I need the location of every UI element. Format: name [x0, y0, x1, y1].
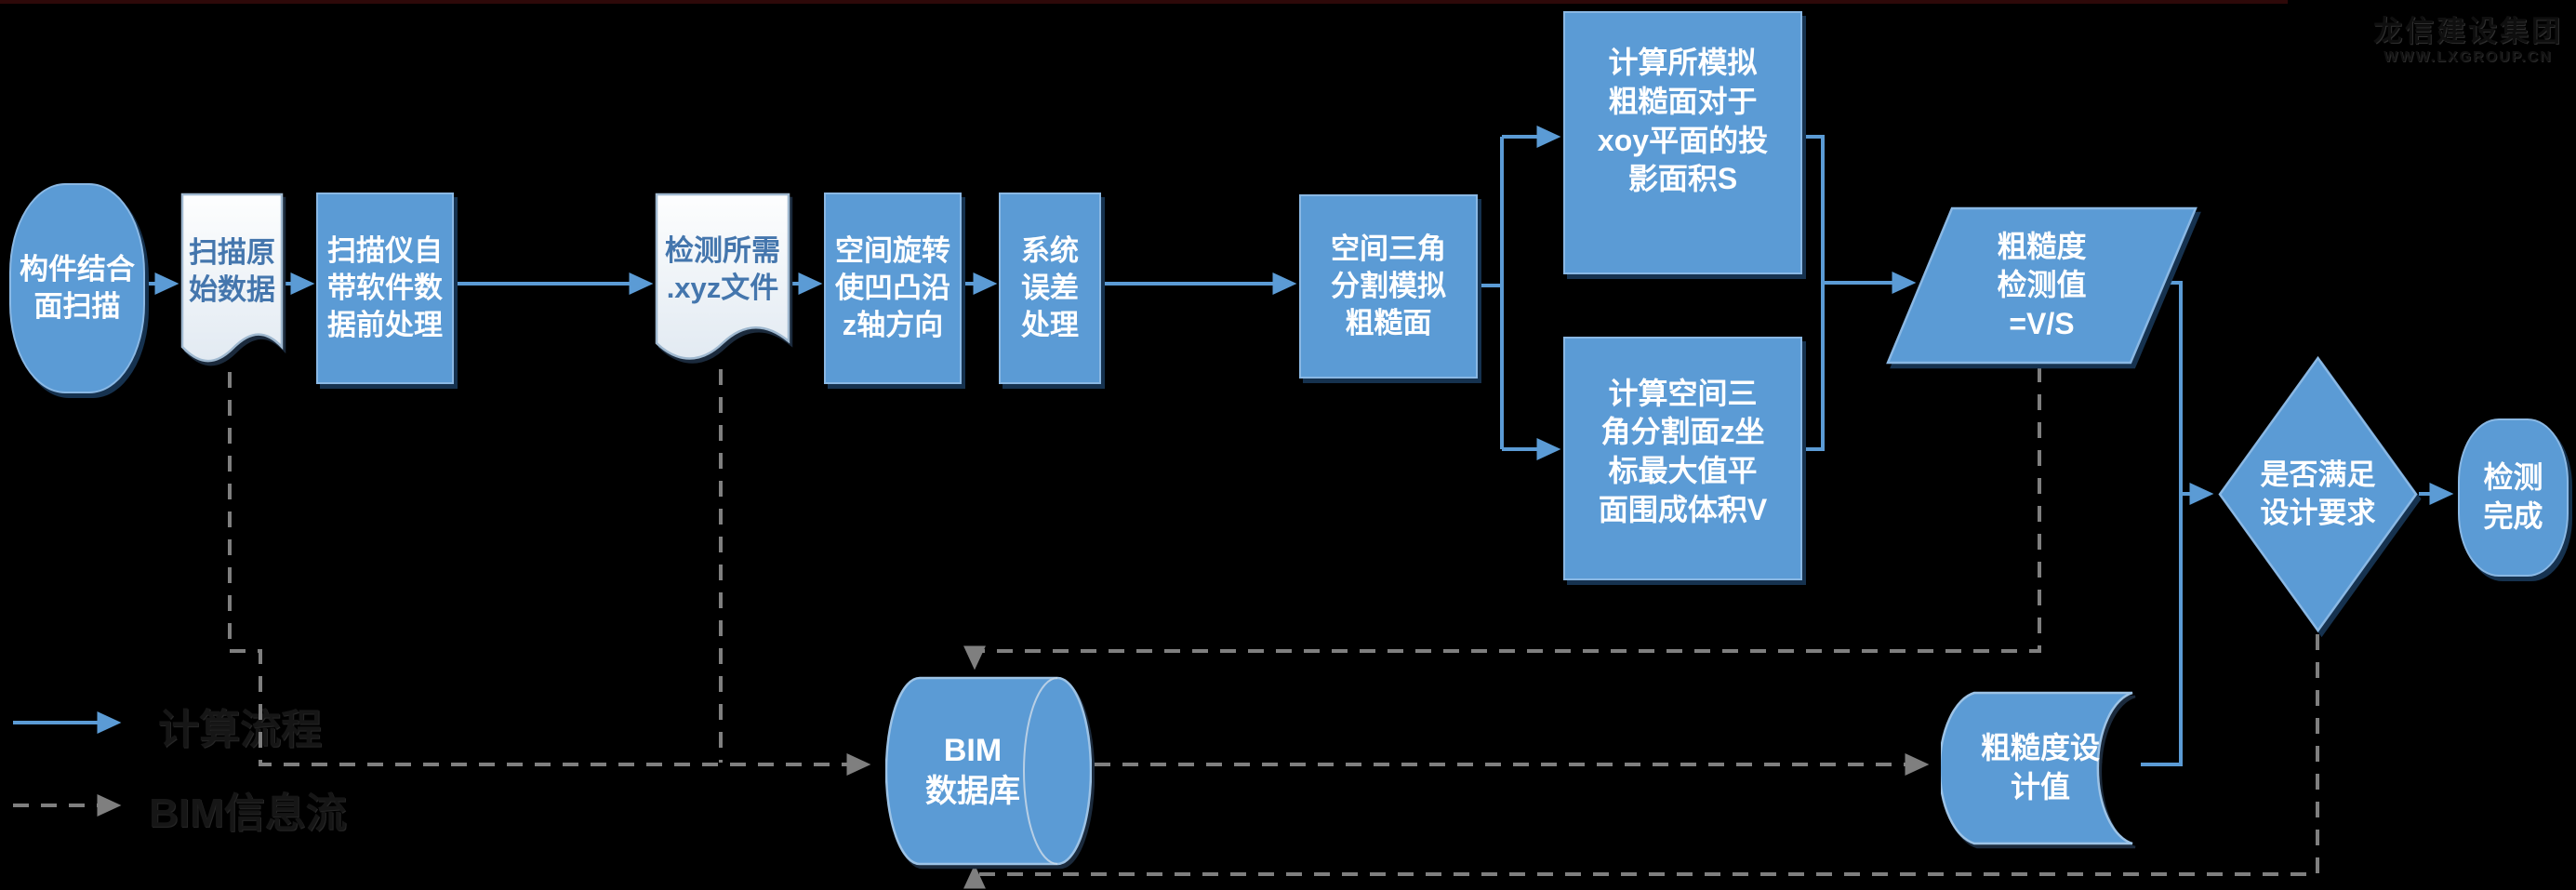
company-name: 龙信建设集团 [2373, 15, 2563, 47]
top-edge-accent [0, 0, 2288, 4]
stored-data-shape-icon [1941, 691, 2133, 845]
node-xyz-file-label: 检测所需 .xyz文件 [665, 233, 780, 304]
node-sys-error: 系统 误差 处理 [999, 193, 1101, 384]
company-watermark: 龙信建设集团 WWW.LXGROUP.CN [2373, 7, 2563, 66]
node-volume-v-label: 计算空间三 角分割面z坐 标最大值平 面围成体积V [1598, 376, 1768, 526]
node-xyz-file: 检测所需 .xyz文件 [655, 193, 790, 371]
node-preprocess: 扫描仪自 带软件数 据前处理 [316, 193, 454, 384]
node-detect-value-label: 粗糙度 检测值 =V/S [1997, 229, 2087, 340]
node-done: 检测 完成 [2458, 418, 2569, 577]
node-done-label: 检测 完成 [2483, 460, 2543, 533]
branch-line-triangulate [1479, 137, 1504, 449]
solid-connectors [13, 126, 2454, 766]
dashed-connectors [13, 366, 2319, 889]
dashed-rawdata-to-bimdb [228, 372, 871, 776]
document-shape-icon [655, 193, 790, 360]
node-area-s-label: 计算所模拟 粗糙面对于 xoy平面的投 影面积S [1597, 46, 1769, 196]
database-cylinder-icon [885, 676, 1092, 866]
node-rotate: 空间旋转 使凹凸沿 z轴方向 [824, 193, 962, 384]
node-triangulate-label: 空间三角 分割模拟 粗糙面 [1331, 232, 1446, 340]
node-raw-data-label: 扫描原 始数据 [189, 235, 275, 306]
node-detect-value: 粗糙度 检测值 =V/S [1886, 206, 2198, 365]
node-sys-error-label: 系统 误差 处理 [1021, 233, 1079, 342]
node-bim-db: BIM 数据库 [885, 674, 1092, 868]
node-start-scan-label: 构件结合 面扫描 [20, 252, 135, 323]
node-decision-label: 是否满足 设计要求 [2260, 458, 2376, 529]
node-raw-data: 扫描原 始数据 [180, 193, 284, 375]
node-start-scan: 构件结合 面扫描 [9, 183, 145, 393]
dashed-decision-to-bimdb [963, 634, 2319, 889]
node-preprocess-label: 扫描仪自 带软件数 据前处理 [327, 233, 443, 342]
parallelogram-shape-icon [1886, 206, 2198, 365]
node-bim-db-label: BIM 数据库 [925, 732, 1020, 809]
company-website: WWW.LXGROUP.CN [2383, 49, 2553, 65]
node-design-value-label: 粗糙度设 计值 [1980, 731, 2100, 804]
junction-line-right [2141, 281, 2183, 766]
node-volume-v: 计算空间三 角分割面z坐 标最大值平 面围成体积V [1563, 337, 1802, 580]
merge-line-sv [1802, 135, 1825, 451]
dashed-detectvalue-to-bimdb [963, 366, 2041, 671]
diamond-shape-icon [2218, 356, 2418, 632]
node-decision: 是否满足 设计要求 [2218, 356, 2418, 632]
node-rotate-label: 空间旋转 使凹凸沿 z轴方向 [835, 233, 950, 342]
legend-dashed-label: BIM信息流 [149, 790, 347, 836]
node-area-s: 计算所模拟 粗糙面对于 xoy平面的投 影面积S [1563, 11, 1802, 274]
document-shape-icon [180, 193, 284, 363]
node-design-value: 粗糙度设 计值 [1941, 690, 2140, 846]
node-triangulate: 空间三角 分割模拟 粗糙面 [1299, 194, 1478, 379]
legend-solid-label: 计算流程 [158, 707, 322, 752]
